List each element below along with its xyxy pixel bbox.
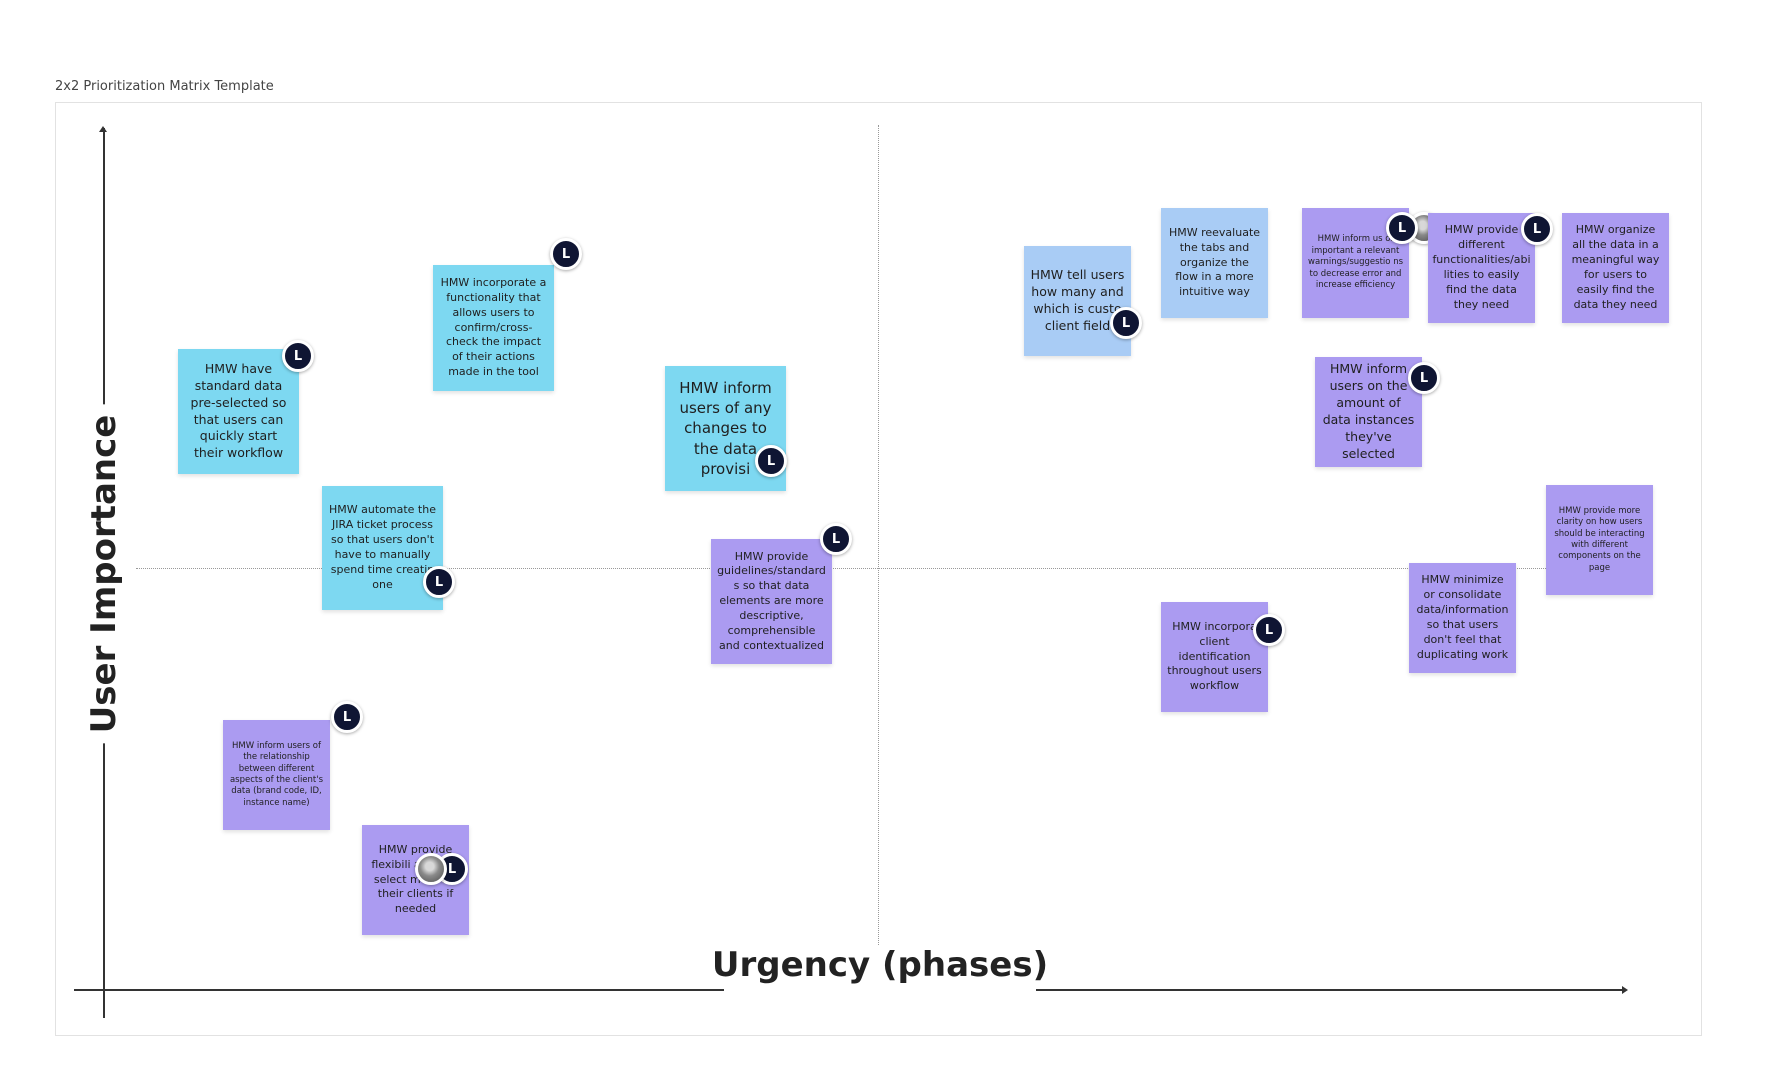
user-avatar[interactable]: L xyxy=(1408,362,1440,394)
x-axis-arrow-icon xyxy=(1622,986,1628,994)
x-axis-label[interactable]: Urgency (phases) xyxy=(704,945,1056,985)
sticky-note-clarity[interactable]: HMW provide more clarity on how users sh… xyxy=(1546,485,1653,595)
sticky-note-relationship[interactable]: HMW inform users of the relationship bet… xyxy=(223,720,330,830)
frame-title[interactable]: 2x2 Prioritization Matrix Template xyxy=(55,79,274,94)
user-avatar[interactable]: L xyxy=(1110,307,1142,339)
vertical-divider xyxy=(878,125,879,955)
sticky-note-functionalities[interactable]: HMW provide different functionalities/ab… xyxy=(1428,213,1535,323)
sticky-note-tell-users[interactable]: HMW tell users how many and which is cus… xyxy=(1024,246,1131,356)
x-axis-line-right xyxy=(1036,989,1624,991)
sticky-note-minimize[interactable]: HMW minimize or consolidate data/informa… xyxy=(1409,563,1516,673)
sticky-note-reevaluate-tabs[interactable]: HMW reevaluate the tabs and organize the… xyxy=(1161,208,1268,318)
user-avatar[interactable]: L xyxy=(755,445,787,477)
user-avatar[interactable]: L xyxy=(820,523,852,555)
user-avatar[interactable]: L xyxy=(550,238,582,270)
user-avatar[interactable]: L xyxy=(1521,213,1553,245)
sticky-note-data-instances[interactable]: HMW inform users on the amount of data i… xyxy=(1315,357,1422,467)
y-axis-label[interactable]: User Importance xyxy=(84,405,124,744)
user-avatar[interactable]: L xyxy=(331,701,363,733)
sticky-note-organize-data[interactable]: HMW organize all the data in a meaningfu… xyxy=(1562,213,1669,323)
user-avatar[interactable]: L xyxy=(1253,614,1285,646)
sticky-note-standard-data[interactable]: HMW have standard data pre-selected so t… xyxy=(178,349,299,474)
user-photo-avatar[interactable] xyxy=(415,853,447,885)
sticky-note-guidelines[interactable]: HMW provide guidelines/standard s so tha… xyxy=(711,539,832,664)
sticky-note-client-identification[interactable]: HMW incorpora client identification thro… xyxy=(1161,602,1268,712)
sticky-note-confirm-crosscheck[interactable]: HMW incorporate a functionality that all… xyxy=(433,265,554,391)
user-avatar[interactable]: L xyxy=(282,340,314,372)
user-avatar[interactable]: L xyxy=(423,566,455,598)
x-axis-line-left xyxy=(74,989,724,991)
sticky-note-automate-jira[interactable]: HMW automate the JIRA ticket process so … xyxy=(322,486,443,610)
y-axis-arrow-icon xyxy=(99,126,107,132)
user-avatar[interactable]: L xyxy=(1386,212,1418,244)
